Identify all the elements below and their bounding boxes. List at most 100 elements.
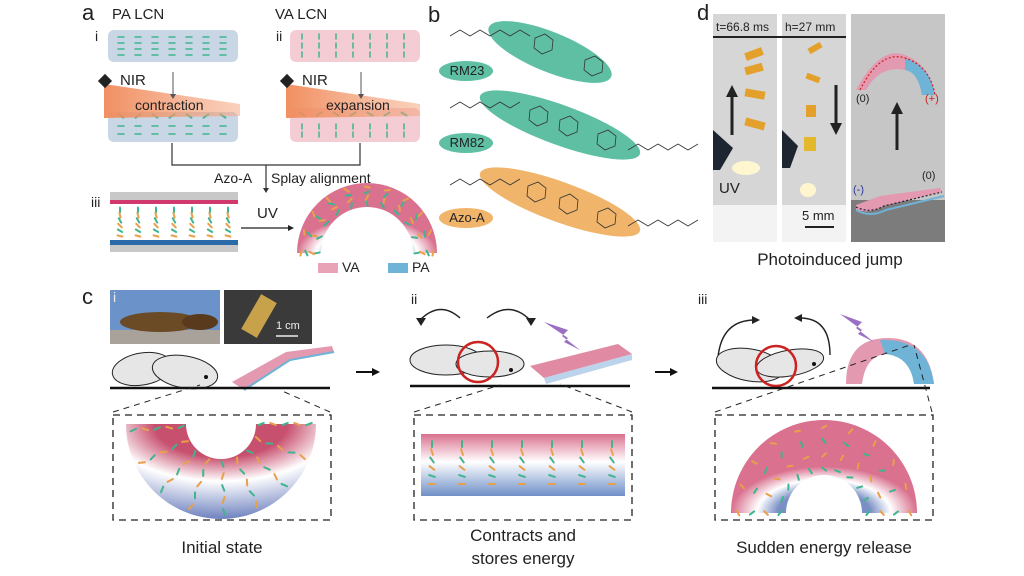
nir-label-right: NIR (302, 72, 328, 89)
mesogen (165, 425, 174, 430)
mesogen (207, 222, 213, 229)
mesogen (306, 231, 313, 238)
panel-a-letter: a (82, 0, 95, 25)
mesogen (118, 211, 122, 219)
mesogen (847, 428, 854, 435)
mesogen (400, 200, 405, 208)
zoom-box-i (112, 414, 332, 521)
mesogen (609, 456, 615, 464)
mesogen (314, 215, 322, 220)
photoinduced-jump-caption: Photoinduced jump (757, 250, 903, 269)
mesogen (171, 222, 177, 229)
nir-source-right (279, 73, 295, 89)
mesogen (257, 421, 265, 427)
splay-arc (297, 183, 437, 253)
nir-label-left: NIR (120, 72, 146, 89)
mesogen (402, 197, 410, 202)
panel-b-letter: b (428, 2, 441, 27)
mesogen (807, 467, 813, 475)
contraction-label: contraction (135, 97, 204, 113)
mesogen (187, 503, 194, 510)
mesogen (263, 466, 271, 471)
mesogen (409, 217, 414, 224)
mesogen (176, 467, 181, 476)
mesogen (135, 222, 141, 229)
mesogen (220, 460, 225, 468)
jump-photo-1 (713, 14, 777, 242)
charge-zero-top: (0) (856, 93, 870, 105)
mesogen (189, 217, 195, 224)
mesogen (171, 443, 178, 450)
mesogen (578, 465, 586, 471)
rm82-badge (439, 133, 493, 153)
mesogen (318, 219, 326, 222)
mesogen (821, 437, 827, 445)
pa-lcn-top-box (108, 30, 238, 62)
mesogen (796, 473, 800, 481)
mesogen (735, 509, 741, 517)
mesogen (327, 202, 335, 206)
mesogen (769, 442, 778, 445)
mesogen (365, 199, 369, 207)
mesogen (299, 249, 303, 257)
mesogen (225, 217, 231, 224)
zoom-box-iii (714, 414, 934, 521)
mesogen (182, 460, 190, 466)
sub-label-c-i: i (113, 289, 117, 305)
mesogen (311, 210, 316, 218)
splay-alignment-label: Splay alignment (271, 170, 371, 186)
mesogen (490, 448, 494, 456)
mesogen (220, 472, 225, 480)
mesogen (578, 474, 586, 478)
mesogen (748, 510, 756, 516)
mesogen (172, 211, 176, 219)
charge-plus: (+) (925, 93, 939, 105)
mesogen (135, 217, 141, 224)
mesogen (254, 435, 262, 442)
mesogen (363, 185, 371, 189)
expansion-label: expansion (326, 97, 390, 113)
mesogen (608, 465, 616, 471)
mesogen (166, 478, 174, 483)
mesogen (834, 469, 842, 474)
mesogen (428, 474, 436, 478)
mesogen (431, 249, 435, 257)
mesogen (458, 474, 466, 478)
mesogen (548, 465, 556, 471)
mesogen (879, 510, 885, 516)
mesogen (460, 448, 464, 456)
mesogen (208, 211, 212, 219)
mesogen (293, 421, 301, 427)
mesogen (398, 204, 401, 212)
caption-contracts-line2: stores energy (471, 549, 575, 568)
mesogen (872, 440, 877, 447)
arrow-i-to-ii (372, 368, 380, 376)
mesogen (116, 228, 124, 234)
zoom-box-ii (413, 414, 633, 521)
height-label: h=27 mm (785, 20, 836, 34)
mesogen (221, 484, 226, 492)
mesogen (136, 211, 140, 219)
mesogen (382, 196, 386, 204)
mesogen (763, 467, 768, 475)
mesogen (188, 228, 196, 234)
charge-minus: (-) (853, 184, 864, 196)
mesogen (430, 448, 434, 456)
mesogen (488, 465, 496, 471)
mesogen (281, 421, 289, 427)
mesogen (839, 454, 845, 462)
mesogen (224, 228, 232, 234)
mesogen (820, 466, 828, 472)
mesogen (364, 194, 370, 201)
lightning-icon-iii (840, 314, 874, 342)
mesogen (752, 487, 759, 494)
mesogen (226, 211, 230, 219)
sub-label-i: i (95, 28, 99, 44)
lightning-icon-ii (544, 322, 580, 350)
mesogen (428, 465, 436, 471)
mesogen (302, 229, 306, 237)
molecule-azo-a (449, 167, 699, 237)
mesogen (786, 464, 794, 468)
legend-swatch-va (318, 263, 338, 273)
mesogen (335, 209, 340, 216)
